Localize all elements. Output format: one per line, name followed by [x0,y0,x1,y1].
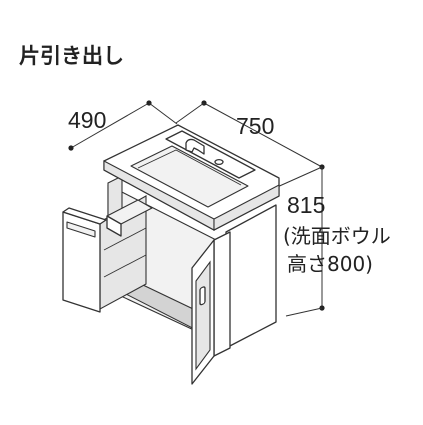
drawer-front-top [62,207,107,225]
cabinet-right-side [225,204,277,349]
open-door [191,239,215,385]
drawer-rail-lower [103,254,147,278]
pulled-out-drawer [62,195,153,313]
width-dimension-line [203,102,323,168]
door-handle-icon [199,286,206,306]
depth-extension-line [148,102,178,125]
sink-counter [103,124,280,231]
drawer-handle-icon [66,221,96,238]
depth-dimension-label: 490 [68,107,106,133]
height-top-extension-line [274,166,323,189]
height-bottom-extension-line [285,307,323,317]
height-note-line1: (洗面ボウル [283,224,391,248]
drawer-tray-front [106,215,122,237]
depth-dimension: 490 [68,100,178,151]
sink-bowl-inner-rim [137,149,242,186]
door-inner-face [195,260,211,371]
depth-dimension-line [70,102,150,149]
counter-side-edge [213,184,280,231]
faucet-handle-icon [214,158,224,166]
height-dimension: 815 (洗面ボウル 高さ800) [274,166,391,317]
cabinet-front-frame [213,231,231,357]
width-dimension-label: 750 [236,113,274,139]
diagram-title: 片引き出し [19,44,124,68]
depth-dimension-start-dot [68,145,74,151]
faucet-icon [185,138,205,155]
sink-bowl [130,145,249,208]
drawer-rail-upper [103,227,147,251]
height-dimension-label: 815 [287,192,325,218]
width-extension-line [175,102,205,124]
height-note-line2: 高さ800) [287,252,373,276]
